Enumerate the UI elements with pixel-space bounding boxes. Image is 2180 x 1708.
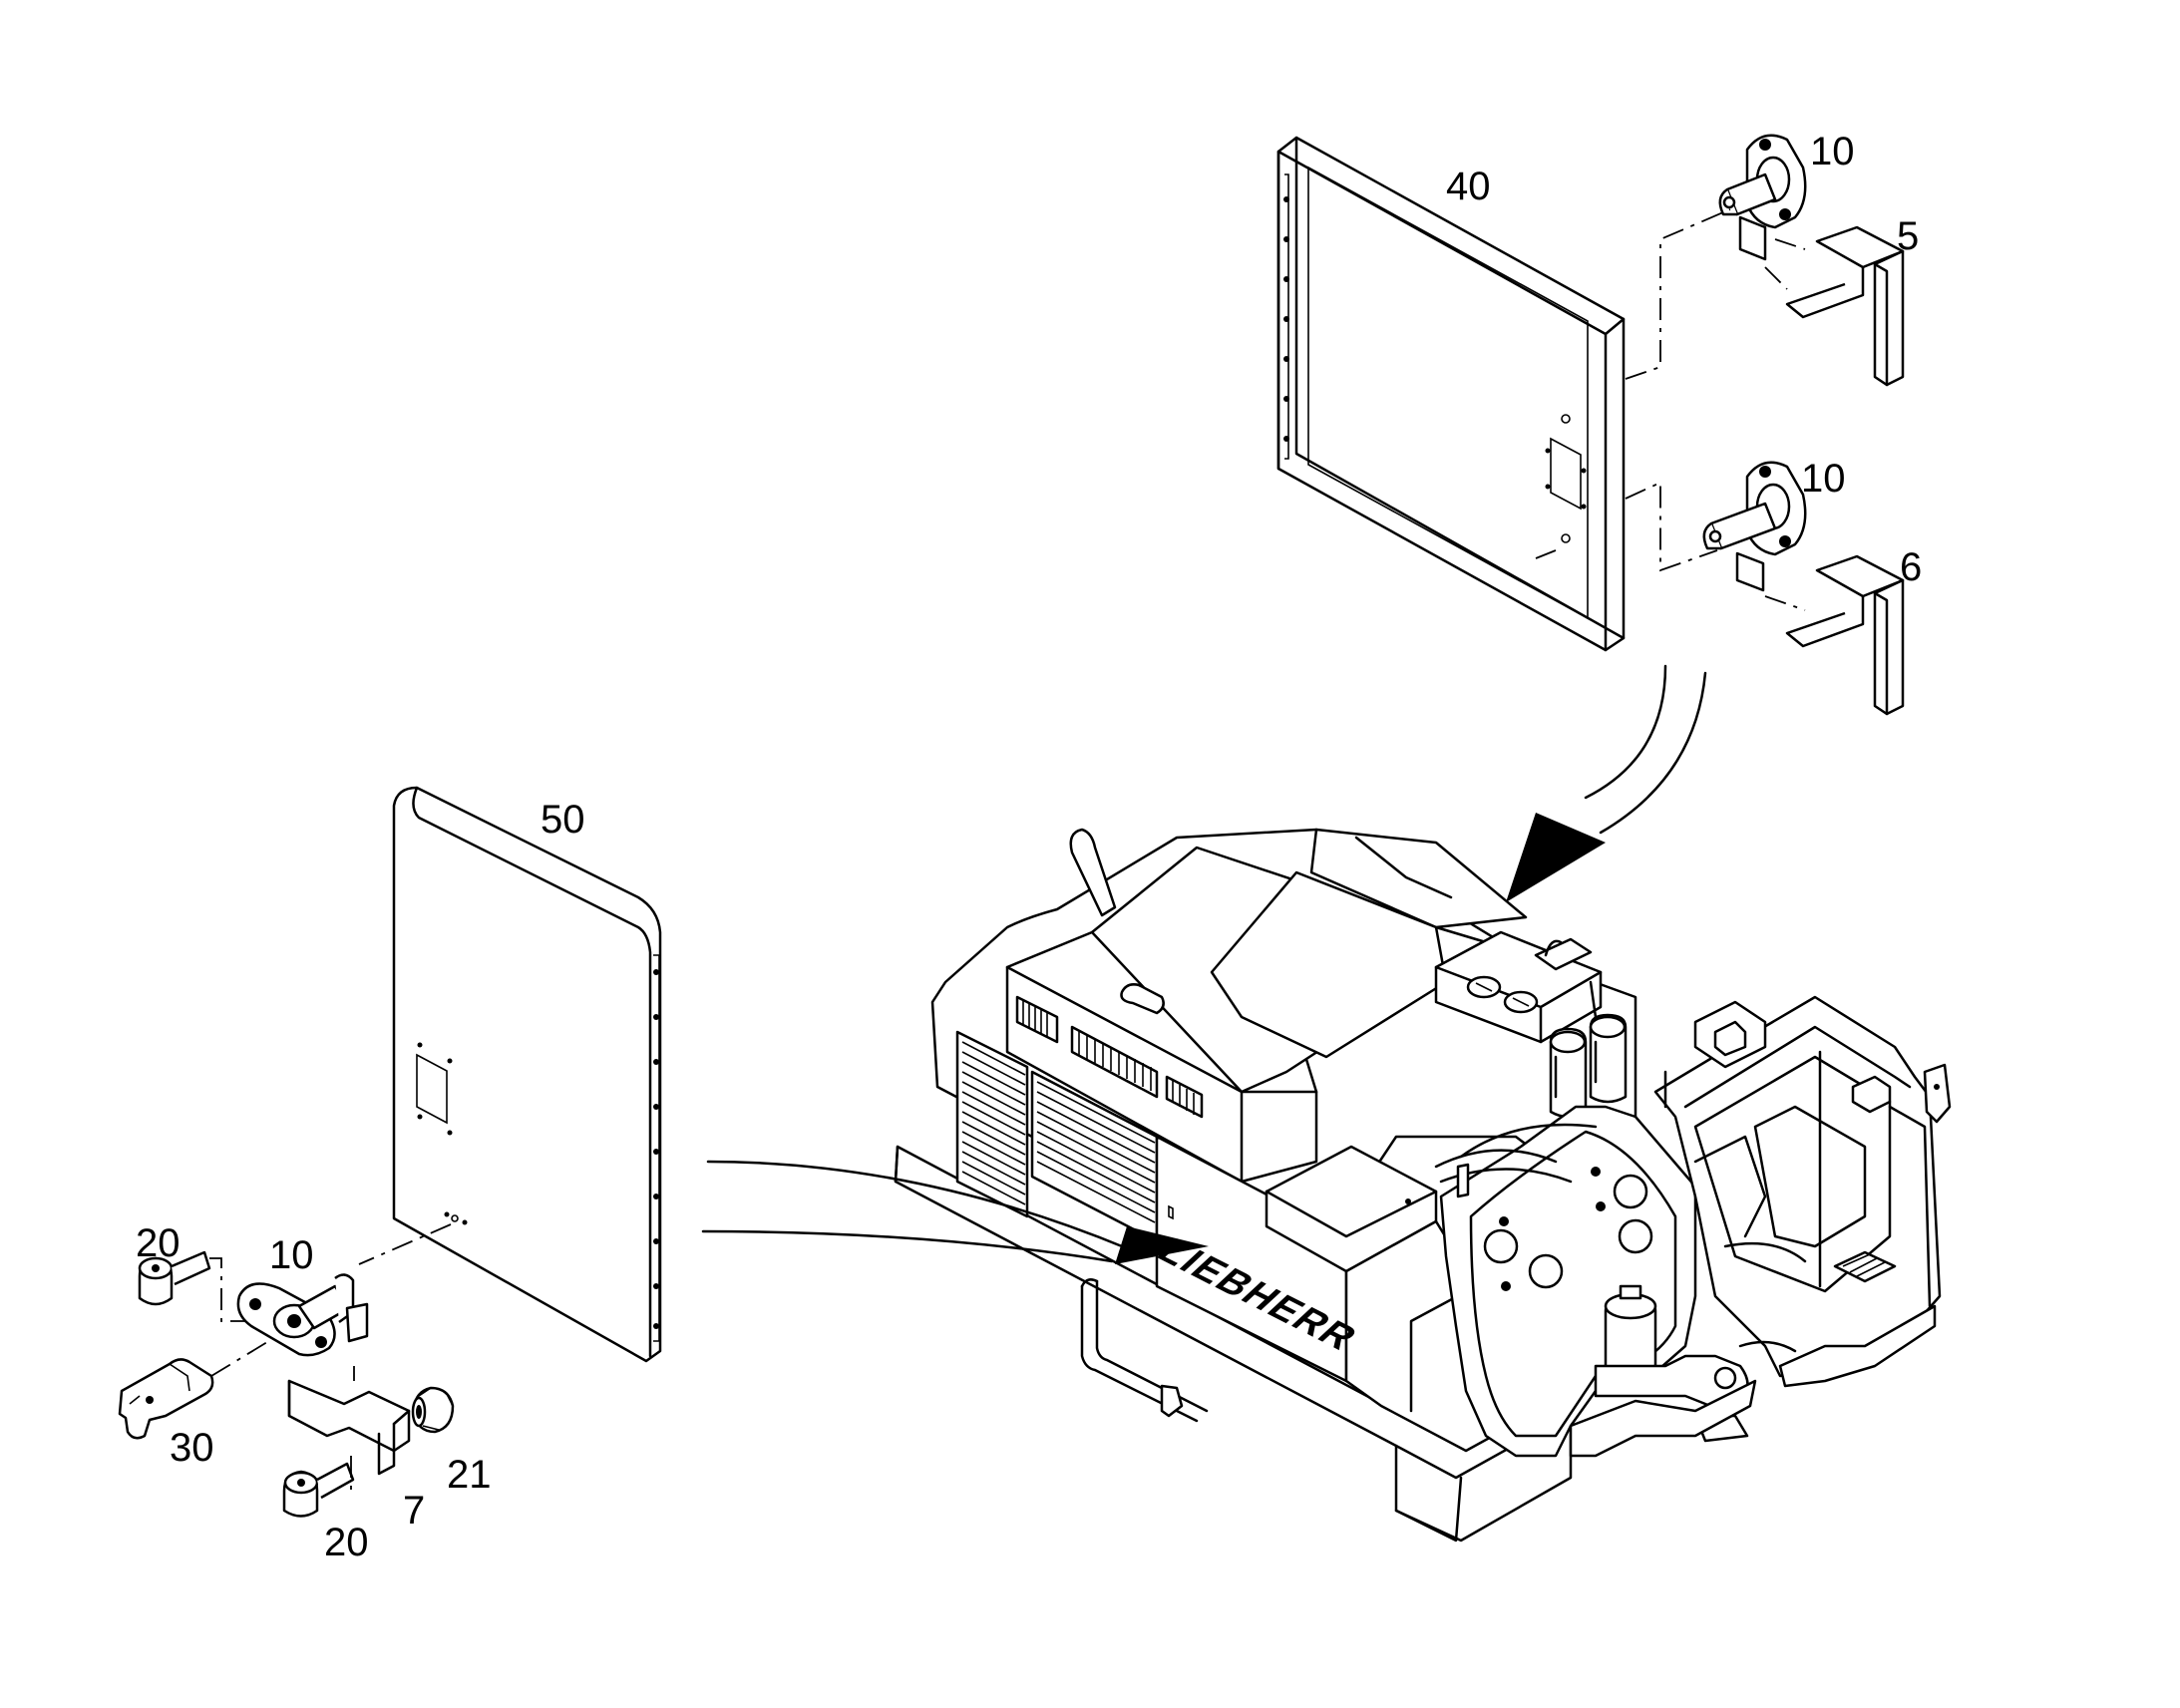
leader-panel-lock-top bbox=[1625, 208, 1731, 380]
leader-20-top bbox=[209, 1257, 261, 1322]
arrow-panel-40 bbox=[1506, 664, 1707, 902]
callout-7: 7 bbox=[403, 1489, 425, 1533]
lock-10-top bbox=[1718, 134, 1807, 261]
callout-40: 40 bbox=[1446, 165, 1491, 208]
lock-10-bottom bbox=[236, 1273, 369, 1357]
callout-50: 50 bbox=[541, 798, 585, 842]
leader-panel-lock-mid bbox=[1625, 481, 1718, 572]
machine-upper-carriage: LIEBHERR bbox=[894, 828, 1952, 1542]
bracket-5 bbox=[1785, 225, 1905, 387]
callout-5: 5 bbox=[1897, 214, 1919, 258]
lock-10-middle bbox=[1702, 461, 1807, 592]
callout-10-top: 10 bbox=[1810, 130, 1855, 173]
arrow-panel-50 bbox=[701, 1160, 1209, 1264]
leader-5 bbox=[1774, 238, 1806, 250]
latch-7 bbox=[287, 1379, 411, 1476]
callout-21: 21 bbox=[447, 1453, 492, 1497]
callout-30: 30 bbox=[170, 1426, 214, 1470]
screw-20-bottom bbox=[282, 1462, 355, 1518]
panel-40 bbox=[1276, 136, 1626, 652]
leader-30 bbox=[210, 1341, 268, 1377]
nut-21 bbox=[411, 1386, 455, 1434]
callout-6: 6 bbox=[1900, 545, 1922, 589]
key-30 bbox=[118, 1358, 214, 1440]
hood-vents bbox=[1015, 983, 1204, 1119]
leader-5b bbox=[1764, 266, 1788, 290]
leader-panel50-lock bbox=[358, 1223, 452, 1265]
leader-6 bbox=[1764, 595, 1806, 611]
bracket-6 bbox=[1785, 554, 1905, 716]
panel-50 bbox=[392, 786, 662, 1363]
callout-20-bottom: 20 bbox=[324, 1521, 369, 1564]
callout-10-middle: 10 bbox=[1801, 457, 1846, 501]
callout-labels: 40 10 5 10 6 50 20 10 30 21 7 20 bbox=[136, 130, 1922, 1564]
callout-20-top: 20 bbox=[136, 1221, 181, 1265]
screw-20-top bbox=[138, 1250, 211, 1306]
callout-10-bottom: 10 bbox=[269, 1233, 314, 1277]
